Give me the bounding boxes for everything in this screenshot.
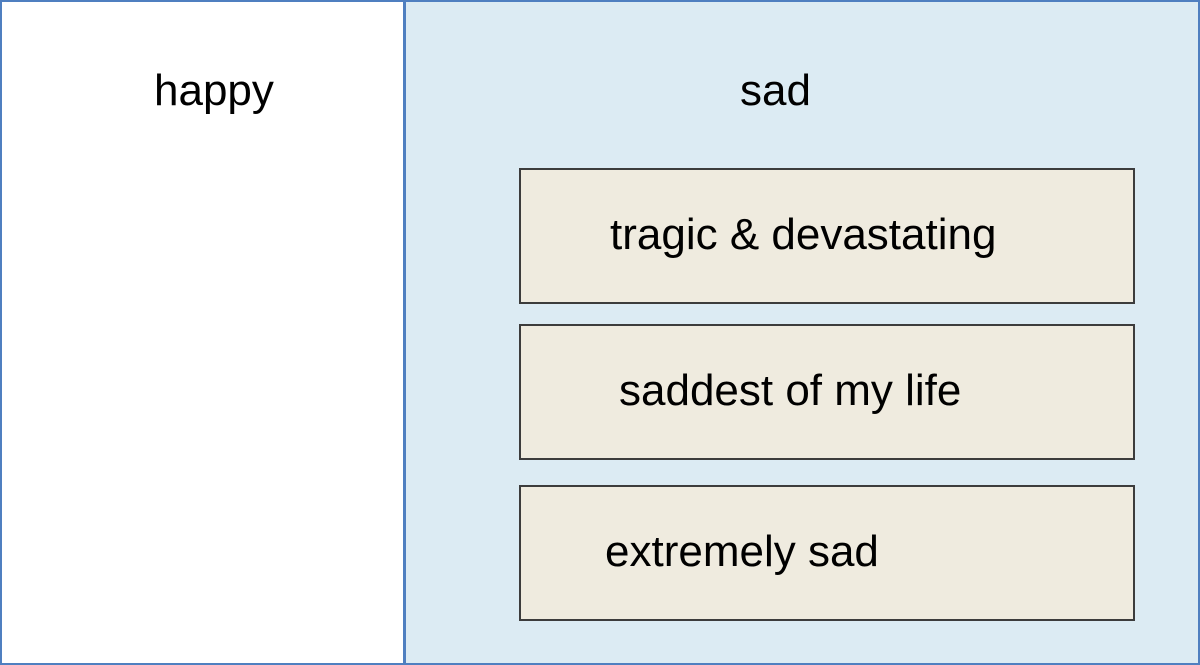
sad-column: sad tragic & devastating saddest of my l… — [406, 2, 1198, 663]
sad-item-saddest-of-my-life: saddest of my life — [519, 324, 1135, 460]
sad-item-tragic-devastating: tragic & devastating — [519, 168, 1135, 304]
sad-item-extremely-sad: extremely sad — [519, 485, 1135, 621]
sad-item-label: saddest of my life — [619, 366, 962, 415]
sad-item-label: tragic & devastating — [610, 210, 997, 259]
happy-column: happy — [2, 2, 406, 663]
sad-column-label: sad — [740, 66, 811, 115]
happy-column-label: happy — [154, 66, 274, 115]
sad-item-label: extremely sad — [605, 527, 879, 576]
